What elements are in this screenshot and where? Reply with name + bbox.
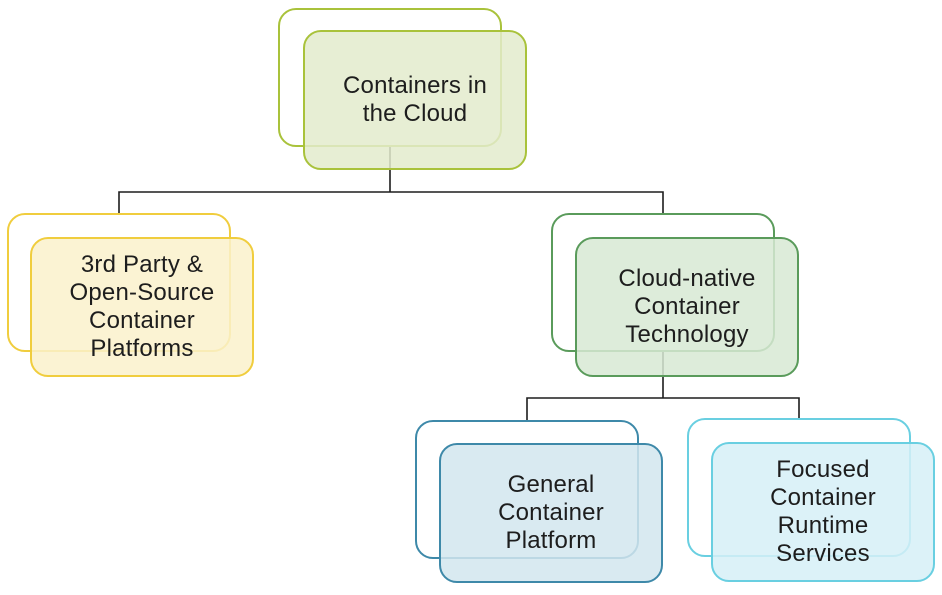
node-containers-in-the-cloud: Containers in the Cloud bbox=[303, 30, 527, 170]
node-label: Cloud-native Container Technology bbox=[618, 265, 756, 348]
node-label: 3rd Party & Open-Source Container Platfo… bbox=[69, 251, 215, 362]
node-general-container-platform: General Container Platform bbox=[439, 443, 663, 583]
node-3rd-party-open-source: 3rd Party & Open-Source Container Platfo… bbox=[30, 237, 254, 377]
node-focused-runtime-services: Focused Container Runtime Services bbox=[711, 442, 935, 582]
connector-level1-bracket bbox=[118, 191, 664, 214]
node-label: General Container Platform bbox=[498, 471, 604, 554]
node-label: Focused Container Runtime Services bbox=[770, 456, 876, 567]
node-cloud-native: Cloud-native Container Technology bbox=[575, 237, 799, 377]
connector-level2-bracket bbox=[526, 397, 800, 421]
node-label: Containers in the Cloud bbox=[342, 72, 487, 127]
